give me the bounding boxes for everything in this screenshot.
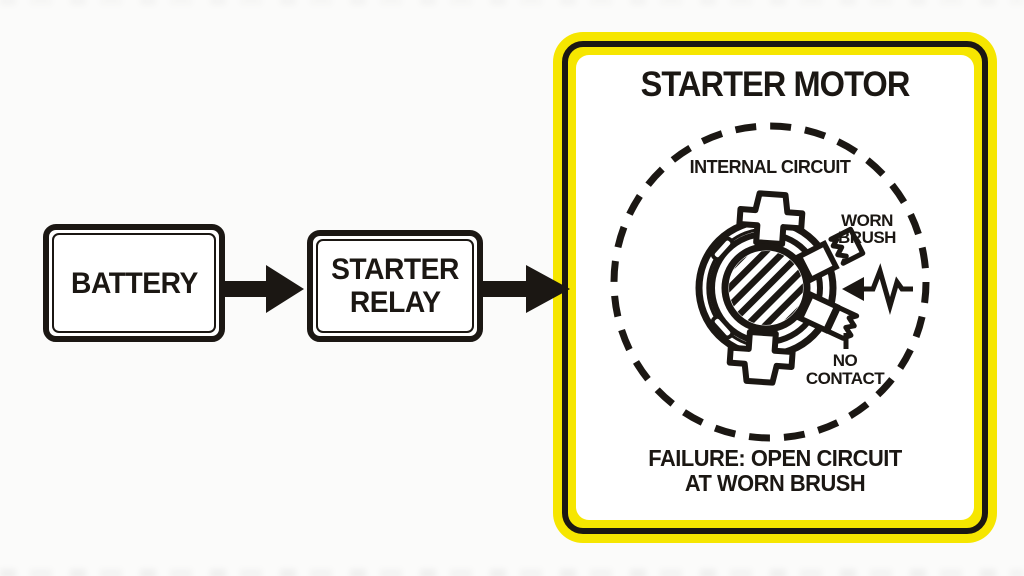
worn-brush-upper xyxy=(828,226,866,266)
failure-caption: FAILURE: OPEN CIRCUIT AT WORN BRUSH xyxy=(586,446,964,496)
starter-relay-block-inner-frame: STARTER RELAY xyxy=(316,239,474,333)
starter-motor-panel: STARTER MOTOR INTERNAL CIRCUIT xyxy=(553,32,997,543)
worn-brush-label-line2: BRUSH xyxy=(838,228,896,247)
dashed-boundary-icon xyxy=(610,122,930,442)
internal-circuit-label: INTERNAL CIRCUIT xyxy=(690,157,851,177)
open-circuit-arrow-icon xyxy=(842,263,913,316)
battery-block-inner-frame: BATTERY xyxy=(52,233,216,333)
no-contact-label-line1: NO xyxy=(833,351,858,370)
starter-relay-label-line2: RELAY xyxy=(349,286,441,319)
pole-turret-top xyxy=(736,190,806,248)
failure-caption-line1: FAILURE: OPEN CIRCUIT xyxy=(648,445,902,471)
panel-body: STARTER MOTOR INTERNAL CIRCUIT xyxy=(576,55,974,520)
internal-circuit-diagram: INTERNAL CIRCUIT xyxy=(610,122,930,442)
pole-shoe-tab xyxy=(710,236,735,262)
starter-relay-label-line1: STARTER xyxy=(331,253,459,286)
motor-cross-section xyxy=(695,190,866,386)
pole-shoe-tab xyxy=(710,314,735,340)
pole-turret-bottom xyxy=(726,328,796,386)
battery-block: BATTERY xyxy=(43,224,225,342)
flow-arrow-icon xyxy=(222,265,304,313)
worn-brush-label-line1: WORN xyxy=(841,211,893,230)
starter-relay-block: STARTER RELAY xyxy=(307,230,483,342)
battery-label: BATTERY xyxy=(70,266,198,300)
edge-artifact-strip-top xyxy=(0,0,1024,5)
panel-title: STARTER MOTOR xyxy=(640,65,911,104)
edge-artifact-strip-bottom xyxy=(0,569,1024,576)
worn-brush-lower xyxy=(825,304,860,341)
failure-caption-line2: AT WORN BRUSH xyxy=(684,470,866,496)
no-contact-label-line2: CONTACT xyxy=(806,369,885,388)
stator-liner-arc xyxy=(706,228,757,348)
